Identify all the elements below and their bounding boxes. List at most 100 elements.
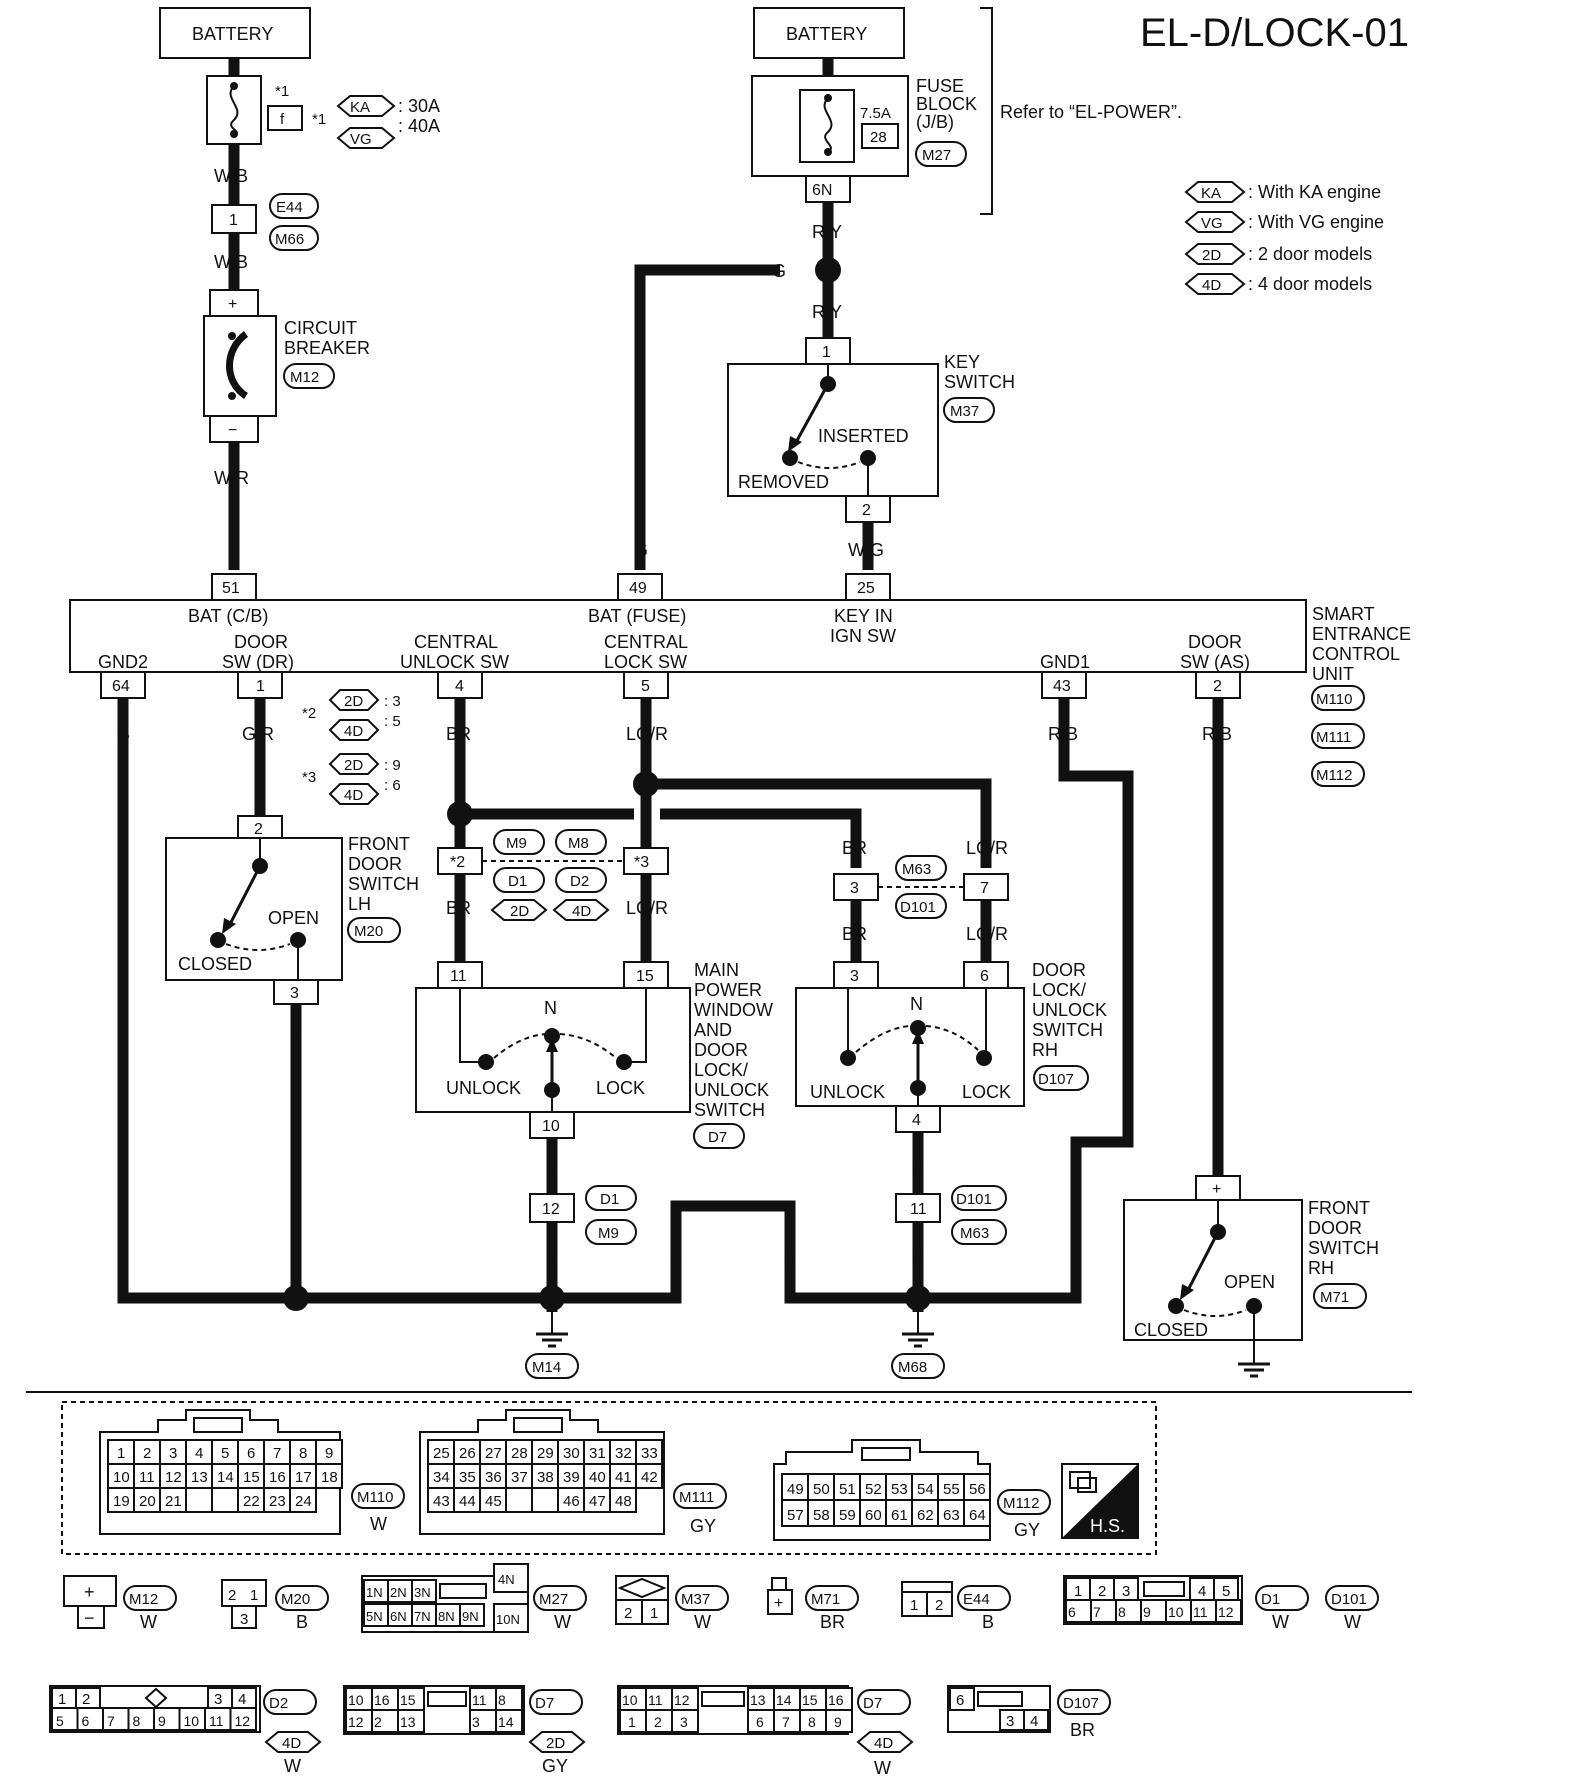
svg-text:49: 49	[629, 580, 647, 597]
svg-text:M63: M63	[902, 861, 931, 878]
d7-2d-pin: 8	[498, 1692, 506, 1708]
d1-pin: 6	[1068, 1604, 1076, 1620]
conn-m112: M112	[1316, 767, 1352, 784]
m111-pin: 48	[615, 1493, 632, 1510]
m20-p2: 2	[228, 1587, 236, 1604]
svg-text:: 9: : 9	[384, 757, 401, 774]
d7-4d-color: W	[874, 1758, 891, 1778]
svg-text:UNLOCK: UNLOCK	[694, 1080, 769, 1100]
d107-color: BR	[1070, 1720, 1095, 1740]
conn-m37: M37	[950, 403, 979, 420]
secu-bat-fuse: BAT (FUSE)	[588, 606, 686, 626]
front-lh-label-2: DOOR	[348, 854, 402, 874]
d2-pin: 12	[235, 1713, 251, 1729]
d2-pin: 3	[214, 1691, 222, 1708]
d1-pin: 8	[1118, 1604, 1126, 1620]
svg-text:2: 2	[862, 502, 871, 519]
d7-4d-pin: 9	[834, 1714, 842, 1730]
wire-label-b-rha: B	[912, 1160, 924, 1180]
svg-text:2D: 2D	[510, 903, 529, 920]
wire-label-b-d7b: B	[546, 1248, 558, 1268]
d2-pin: 9	[158, 1713, 166, 1729]
svg-text:AND: AND	[694, 1020, 732, 1040]
m111-pin: 44	[459, 1493, 476, 1510]
m110-pin: 11	[139, 1469, 155, 1486]
fuse-block-label-1: FUSE	[916, 76, 964, 96]
d1-pin: 9	[1143, 1604, 1151, 1620]
d7-2d-pin: 2	[374, 1714, 382, 1730]
diagram-title: EL-D/LOCK-01	[1140, 11, 1409, 55]
wire-label-br1: BR	[446, 724, 471, 744]
d7-4d-pin: 12	[674, 1692, 690, 1708]
wire-label-g-junction: G	[772, 261, 786, 281]
m112-pin: 61	[891, 1507, 908, 1524]
m37-p2: 2	[624, 1605, 632, 1622]
wire-label-ry1: R/Y	[812, 222, 842, 242]
svg-text:RH: RH	[1032, 1040, 1058, 1060]
joint-12: 12 D1 M9	[529, 1185, 637, 1245]
svg-text:M68: M68	[898, 1359, 927, 1376]
legend: KA : With KA engine VG : With VG engine …	[1184, 181, 1384, 295]
m110-pin: 5	[221, 1445, 229, 1462]
ground-m14: M14	[525, 1312, 579, 1379]
m111-pin: 37	[511, 1469, 528, 1486]
key-switch: 1 INSERTED REMOVED 2 KEY SWITCH M37	[727, 337, 1015, 523]
wire-label-b-lh: B	[290, 1030, 302, 1050]
d1-sep: ,	[1304, 1588, 1309, 1608]
d7-4d-pin: 13	[750, 1692, 766, 1708]
wire-label-lgr3: LG/R	[966, 838, 1008, 858]
d7-2d-pin: 3	[472, 1714, 480, 1730]
m20-p3: 3	[240, 1611, 248, 1628]
svg-text:2D: 2D	[344, 693, 363, 710]
svg-text:64: 64	[112, 678, 130, 695]
m27-pin: 7N	[414, 1609, 431, 1624]
front-rh-open: OPEN	[1224, 1272, 1275, 1292]
d1-pin: 7	[1093, 1604, 1101, 1620]
secu-ign-sw: IGN SW	[830, 626, 896, 646]
secu-door-sw-dr-1: DOOR	[234, 632, 288, 652]
svg-text:2D: 2D	[1202, 247, 1221, 264]
m111-pin: 30	[563, 1445, 580, 1462]
svg-text:11: 11	[450, 968, 467, 985]
d107-pin: 3	[1006, 1713, 1014, 1730]
svg-text:4D: 4D	[572, 903, 591, 920]
m27-pin: 5N	[366, 1609, 383, 1624]
m110-pin: 6	[247, 1445, 255, 1462]
m112-pin: 59	[839, 1507, 856, 1524]
breaker-label-2: BREAKER	[284, 338, 370, 358]
d1-pin: 5	[1222, 1583, 1230, 1600]
m112-pin: 57	[787, 1507, 804, 1524]
m112-id: M112	[1003, 1495, 1039, 1512]
m110-id: M110	[357, 1489, 393, 1506]
d101-color: W	[1344, 1612, 1361, 1632]
m27-pin: 9N	[462, 1609, 479, 1624]
svg-text:SWITCH: SWITCH	[694, 1100, 765, 1120]
svg-text:RH: RH	[1308, 1258, 1334, 1278]
key-switch-label-1: KEY	[944, 352, 980, 372]
svg-text:4D: 4D	[344, 787, 363, 804]
svg-text:1: 1	[229, 212, 238, 229]
svg-text:12: 12	[542, 1201, 560, 1218]
m112-pin: 63	[943, 1507, 960, 1524]
m111-pin: 39	[563, 1469, 580, 1486]
m111-pin: 41	[615, 1469, 632, 1486]
wire-label-rb1: R/B	[1048, 724, 1078, 744]
wire-label-b-rhb: B	[912, 1248, 924, 1268]
conn-m71: M71	[1320, 1289, 1349, 1306]
svg-text:KA: KA	[1201, 185, 1221, 202]
d7-4d-pin: 15	[802, 1692, 818, 1708]
d2-id: D2	[269, 1695, 288, 1712]
d7-4d-pin: 8	[808, 1714, 816, 1730]
svg-text:LOCK/: LOCK/	[1032, 980, 1086, 1000]
legend-4d: : 4 door models	[1248, 274, 1372, 294]
fusible-link-star: *1	[312, 111, 326, 128]
wire-label-rb2: R/B	[1202, 724, 1232, 744]
wire-label-lgr2: LG/R	[626, 898, 668, 918]
fusible-link-note: *1	[275, 83, 289, 100]
m20-id: M20	[281, 1591, 310, 1608]
svg-text:M8: M8	[568, 835, 589, 852]
rh-sw-lock: LOCK	[962, 1082, 1011, 1102]
secu-central-lock-2: LOCK SW	[604, 652, 687, 672]
m111-id: M111	[679, 1489, 714, 1506]
